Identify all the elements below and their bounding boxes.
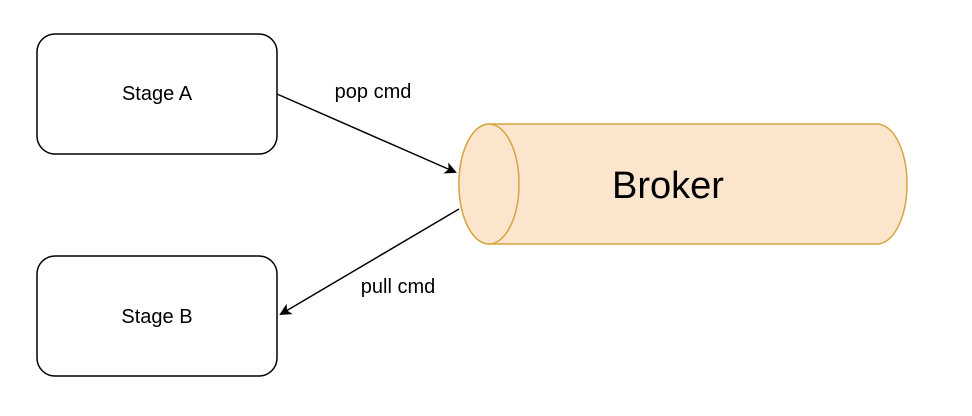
broker-label: Broker [612,165,724,207]
pull-cmd-label: pull cmd [361,276,435,298]
stage-a-label: Stage A [122,83,193,105]
edge-stage-a-to-broker: pop cmd [276,81,457,174]
broker-cylinder-cap [458,123,520,245]
stage-b-box [36,255,278,377]
pull-cmd-arrow [279,208,460,316]
broker-node: Broker [458,123,908,245]
stage-b-label: Stage B [121,306,192,328]
stage-b-node: Stage B [36,255,278,377]
pop-cmd-label: pop cmd [335,81,412,103]
pop-cmd-arrow [276,93,457,174]
edge-broker-to-stage-b: pull cmd [279,208,460,316]
stage-a-node: Stage A [36,33,278,155]
